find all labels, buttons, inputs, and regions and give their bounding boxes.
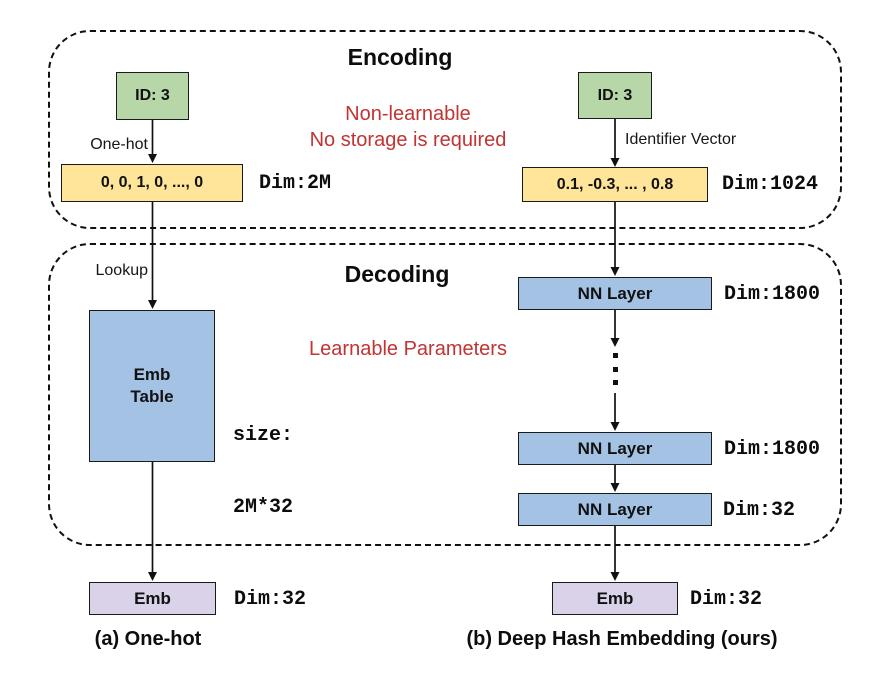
identifier-vector-edge-label: Identifier Vector <box>625 131 737 148</box>
dhe-nn-layer-2-box: NN Layer <box>518 432 712 465</box>
emb-table-size-label: size: 2M*32 <box>233 376 293 568</box>
onehot-emb-dim-label: Dim:32 <box>234 588 307 611</box>
dhe-nn3-dim-label: Dim:32 <box>723 499 796 522</box>
emb-table-box: Emb Table <box>89 310 215 462</box>
emb-table-label-line1: Emb <box>133 365 171 384</box>
encoding-title: Encoding <box>347 44 453 70</box>
onehot-emb-box: Emb <box>89 582 216 615</box>
encoding-note: Non-learnable No storage is required <box>258 101 558 153</box>
dhe-caption: (b) Deep Hash Embedding (ours) <box>466 628 778 650</box>
dhe-vector-dim-label: Dim:1024 <box>722 173 819 196</box>
decoding-note: Learnable Parameters <box>309 338 507 360</box>
dhe-id-box: ID: 3 <box>578 72 652 119</box>
dhe-emb-box: Emb <box>552 582 678 615</box>
lookup-edge-label: Lookup <box>95 262 149 279</box>
onehot-caption: (a) One-hot <box>94 628 202 650</box>
onehot-vector-dim-label: Dim:2M <box>259 172 332 195</box>
encoding-region <box>48 30 842 229</box>
emb-table-size-line1: size: <box>233 424 294 447</box>
dhe-vector-box: 0.1, -0.3, ... , 0.8 <box>522 167 708 202</box>
dhe-nn-layer-1-box: NN Layer <box>518 277 712 310</box>
dhe-emb-dim-label: Dim:32 <box>690 588 763 611</box>
emb-table-size-line2: 2M*32 <box>233 496 294 519</box>
encoding-note-line1: Non-learnable <box>345 103 471 125</box>
dhe-nn1-dim-label: Dim:1800 <box>724 283 821 306</box>
emb-table-label-line2: Table <box>130 387 174 406</box>
vertical-ellipsis-icon <box>612 353 618 385</box>
dhe-nn2-dim-label: Dim:1800 <box>724 438 821 461</box>
encoding-note-line2: No storage is required <box>309 129 507 151</box>
onehot-edge-label: One-hot <box>90 136 148 153</box>
onehot-id-box: ID: 3 <box>116 72 189 120</box>
decoding-title: Decoding <box>344 261 450 287</box>
onehot-vector-box: 0, 0, 1, 0, ..., 0 <box>61 164 243 202</box>
decoding-region <box>48 243 842 546</box>
dhe-nn-layer-3-box: NN Layer <box>518 493 712 526</box>
